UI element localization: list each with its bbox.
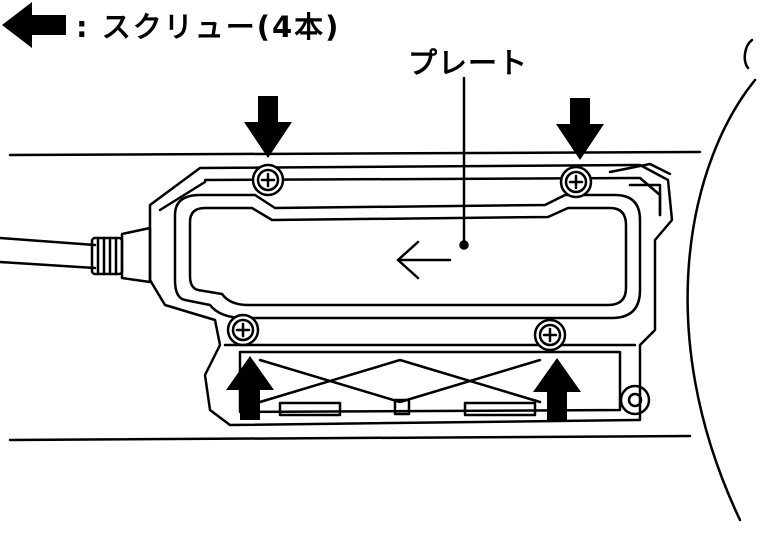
cable (0, 226, 152, 284)
screw-bottom-right (533, 318, 567, 352)
direction-arrow-icon (396, 240, 452, 280)
legend: : スクリュー(4本) (0, 0, 768, 50)
arrow-left-filled-icon (2, 2, 66, 48)
screw-top-left (251, 163, 285, 197)
screw-bottom-left (226, 313, 260, 347)
housing (148, 162, 674, 427)
arrow-up-icon (533, 358, 581, 422)
legend-text: : スクリュー(4本) (76, 10, 341, 44)
arrow-down-icon (556, 98, 604, 160)
plate-leader-line (459, 76, 469, 250)
arrow-up-icon (226, 356, 274, 420)
plate-label: プレート (408, 46, 529, 80)
plate (173, 193, 642, 320)
arrow-down-icon (244, 96, 292, 158)
body-outline (8, 38, 757, 522)
screw-top-right (559, 165, 593, 199)
